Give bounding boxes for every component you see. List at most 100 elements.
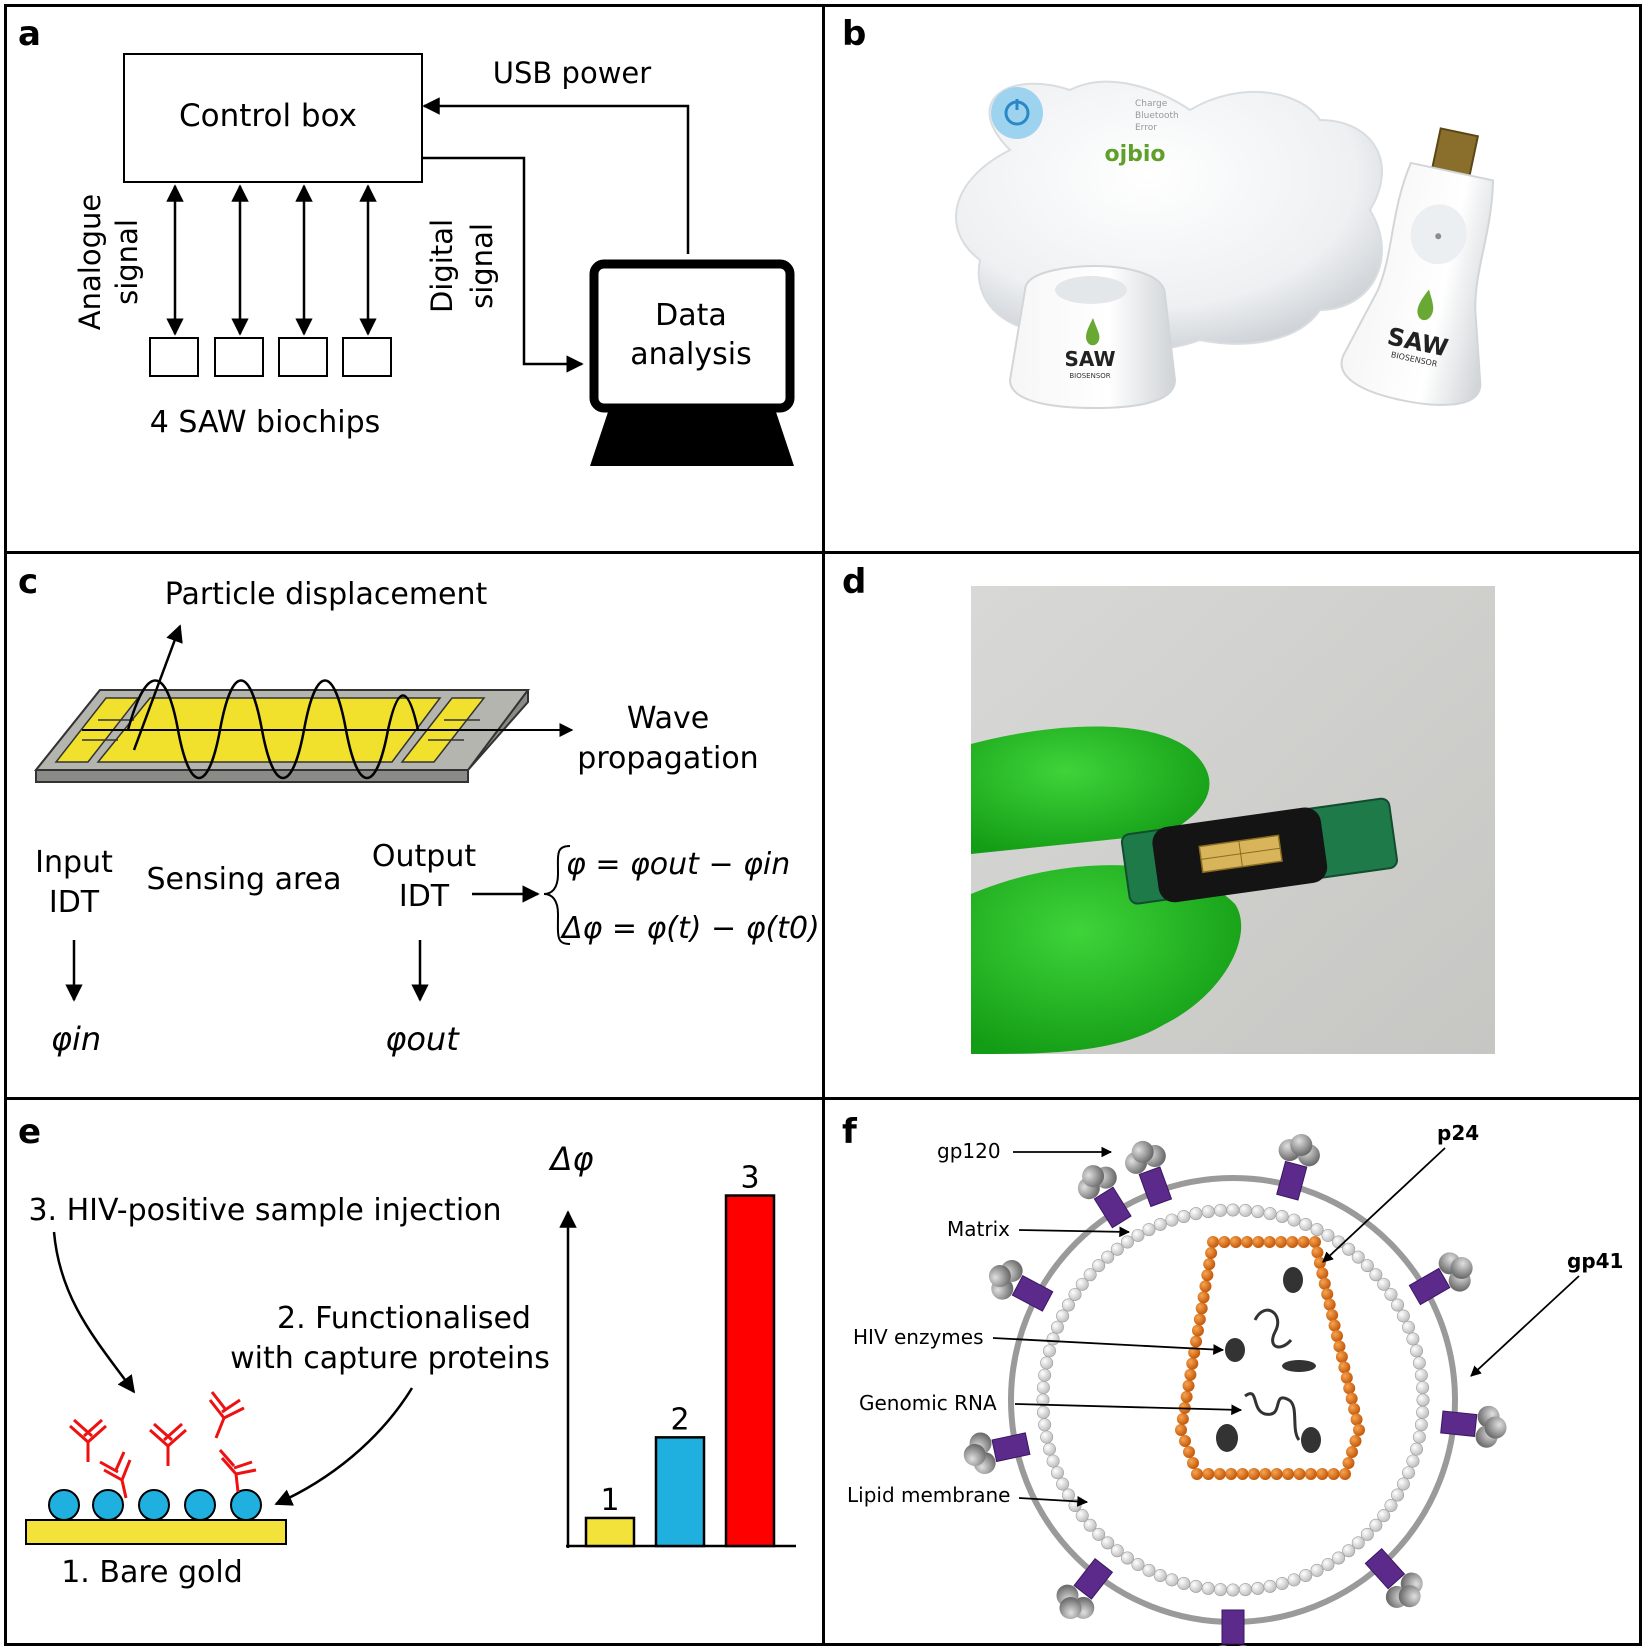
capsid-bead (1321, 1288, 1334, 1301)
capsid-bead (1304, 1468, 1317, 1480)
lipid-membrane-pointer (1018, 1496, 1089, 1507)
gp41-stem (1408, 1267, 1451, 1306)
panel-e: e Δφ 3. HIV-positive sample injection 2.… (0, 1100, 823, 1646)
particle-displacement-label: Particle displacement (165, 577, 488, 612)
control-box-label: Control box (179, 98, 357, 134)
matrix-bead (1402, 1466, 1416, 1480)
matrix-bead (1120, 1551, 1134, 1565)
enzyme-1 (1283, 1267, 1303, 1293)
particle-displacement-arrow (132, 624, 183, 751)
capsid-bead (1184, 1368, 1197, 1381)
panel-e-diagram: Δφ 3. HIV-positive sample injection 2. F… (25, 1140, 796, 1590)
digital-label-line2: signal (465, 223, 499, 309)
capsid-bead (1316, 1267, 1329, 1280)
matrix-bead (1038, 1418, 1052, 1432)
panel-c: c Particle displacement Wave (0, 554, 823, 1098)
matrix-bead (1412, 1430, 1426, 1444)
hiv-enzymes-pointer (992, 1337, 1225, 1355)
capsid-bead (1293, 1468, 1306, 1480)
capsid-bead (1259, 1468, 1272, 1480)
capsid-bead (1236, 1468, 1249, 1480)
envelope-spike (1276, 1133, 1320, 1201)
matrix-pointer (1018, 1226, 1131, 1238)
matrix-bead (1396, 1477, 1410, 1491)
status-error: Error (1135, 123, 1157, 133)
panel-b: b ojbio Charge Bluetooth Error (825, 0, 1642, 552)
surface-wave (126, 679, 420, 779)
phi-in-label: φin (51, 1020, 101, 1058)
capsid-bead (1207, 1236, 1219, 1248)
matrix-bead (1036, 1381, 1050, 1395)
panel-label-f: f (842, 1112, 857, 1152)
panel-divider-row2 (4, 1097, 1642, 1100)
envelope-spike (1218, 1609, 1248, 1646)
capsid-bead (1286, 1236, 1299, 1248)
panel-d: d (825, 554, 1642, 1098)
capsid-bead (1342, 1457, 1355, 1469)
capsid-bead (1311, 1246, 1324, 1259)
computer-monitor (589, 259, 795, 413)
matrix-bead (1332, 1551, 1346, 1565)
matrix-bead (1310, 1563, 1324, 1577)
gp120-knob (1290, 1133, 1313, 1156)
panel-label-c: c (18, 562, 39, 602)
matrix-bead (1050, 1466, 1064, 1480)
capsid-bead (1331, 1330, 1343, 1342)
matrix-bead (1238, 1203, 1252, 1217)
matrix-layer (1036, 1203, 1430, 1597)
capsid-bead (1197, 1291, 1210, 1304)
glove-thumb (971, 865, 1242, 1054)
gp41-stem (1138, 1166, 1173, 1208)
matrix-bead (1110, 1544, 1124, 1558)
matrix-bead (1406, 1332, 1420, 1346)
capsid-bead (1340, 1371, 1353, 1384)
matrix-bead (1068, 1287, 1082, 1301)
bar-label-2: 2 (670, 1402, 689, 1437)
computer-base (590, 412, 794, 466)
matrix-bead (1075, 1277, 1089, 1291)
biochip-3 (278, 337, 328, 377)
matrix-bead (1351, 1536, 1365, 1550)
matrix-bead (1263, 1579, 1277, 1593)
matrix-bead (1299, 1217, 1313, 1231)
capsid-bead (1247, 1468, 1260, 1480)
status-charge: Charge (1135, 99, 1168, 109)
panel-c-diagram: Particle displacement Wave propagation I… (33, 577, 820, 1058)
envelope-spike (1408, 1252, 1473, 1306)
capsid-bead (1353, 1424, 1365, 1436)
capsid-bead (1343, 1382, 1356, 1395)
capsid-bead (1213, 1468, 1226, 1480)
matrix-bead (1131, 1228, 1145, 1242)
matrix-bead (1092, 1259, 1106, 1273)
matrix-bead (1142, 1223, 1156, 1237)
capsid-bead (1327, 1468, 1340, 1480)
capsid-bead (1180, 1390, 1193, 1403)
matrix-bead (1165, 1573, 1179, 1587)
matrix-bead (1410, 1442, 1424, 1456)
status-bluetooth: Bluetooth (1135, 111, 1179, 121)
matrix-bead (1377, 1277, 1391, 1291)
panel-divider-row1 (4, 551, 1642, 554)
matrix-bead (1310, 1223, 1324, 1237)
matrix-bead (1351, 1250, 1365, 1264)
matrix-bead (1056, 1309, 1070, 1323)
enzyme-2 (1225, 1338, 1245, 1362)
usb-power-label: USB power (493, 56, 651, 90)
panel-a: a Control box USB power 4 SAW biochips A… (0, 0, 823, 552)
biochips-label: 4 SAW biochips (150, 405, 381, 440)
matrix-bead (1177, 1577, 1191, 1591)
matrix-bead (1050, 1320, 1064, 1334)
matrix-bead (1342, 1544, 1356, 1558)
capsid-bead (1241, 1236, 1253, 1248)
capsid-bead (1348, 1403, 1361, 1416)
capsid-bead (1339, 1468, 1351, 1480)
equation-delta-phi: Δφ = φ(t) − φ(t0) (560, 911, 820, 946)
wave-label-line1: Wave (627, 701, 709, 736)
matrix-bead (1189, 1579, 1203, 1593)
matrix-bead (1101, 1250, 1115, 1264)
matrix-bead (1189, 1207, 1203, 1221)
step3-label: 3. HIV-positive sample injection (28, 1193, 501, 1228)
capsid-bead (1316, 1468, 1329, 1480)
matrix-bead (1165, 1213, 1179, 1227)
capsid-bead (1191, 1468, 1203, 1480)
